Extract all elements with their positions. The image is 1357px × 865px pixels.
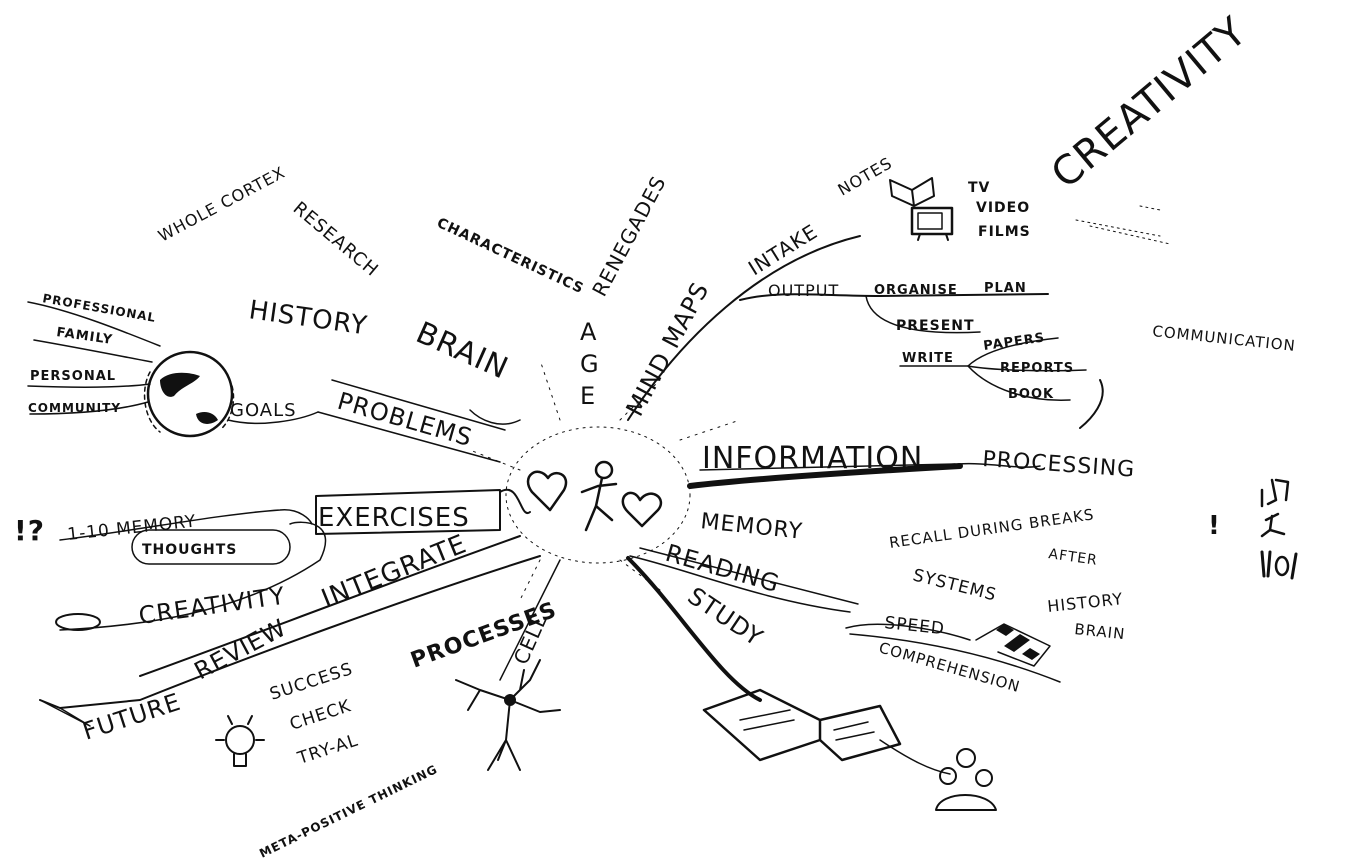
label-information: INFORMATION xyxy=(702,441,923,476)
labels: WHOLE CORTEX RESEARCH HISTORY BRAIN CHAR… xyxy=(14,8,1297,860)
label-age-e: E xyxy=(580,382,596,410)
label-problems: PROBLEMS xyxy=(334,387,475,452)
label-recall-during-breaks: RECALL DURING BREAKS xyxy=(888,505,1095,552)
label-reports: REPORTS xyxy=(1000,361,1074,376)
label-renegades: RENEGADES xyxy=(587,172,671,301)
label-professional: PROFESSIONAL xyxy=(41,291,157,325)
open-book-icon xyxy=(889,177,935,207)
label-communication: COMMUNICATION xyxy=(1152,322,1297,355)
checkered-flag-icon xyxy=(975,623,1051,667)
label-personal: PERSONAL xyxy=(30,369,116,384)
label-write: WRITE xyxy=(902,351,954,366)
people-group-icon xyxy=(935,748,997,811)
music-notes-icon xyxy=(1260,478,1290,508)
label-history-right: HISTORY xyxy=(1046,589,1124,616)
label-exclaim-q: !? xyxy=(14,514,45,547)
label-age-g: G xyxy=(580,350,600,378)
label-after: AFTER xyxy=(1047,546,1098,569)
label-brain: BRAIN xyxy=(411,315,514,386)
heart-icon xyxy=(621,491,663,528)
stick-figure-icon xyxy=(580,460,618,532)
label-history: HISTORY xyxy=(247,295,369,341)
label-tv: TV xyxy=(968,180,990,196)
label-brain-right: BRAIN xyxy=(1074,620,1127,643)
label-one-ten-memory: 1-10 MEMORY xyxy=(66,512,197,545)
label-characteristics: CHARACTERISTICS xyxy=(434,215,586,297)
label-notes: NOTES xyxy=(835,153,896,199)
label-reading: READING xyxy=(662,539,783,598)
label-family: FAMILY xyxy=(55,325,113,348)
large-open-book-icon xyxy=(702,688,902,762)
branch-lines xyxy=(27,235,1104,775)
label-papers: PAPERS xyxy=(982,330,1046,354)
cutlery-icon xyxy=(1260,550,1298,580)
label-systems: SYSTEMS xyxy=(911,565,999,605)
label-mind-maps: MIND MAPS xyxy=(621,277,715,421)
label-research: RESEARCH xyxy=(289,198,383,281)
central-image xyxy=(505,426,691,564)
label-meta-positive-thinking: META-POSITIVE THINKING xyxy=(257,762,440,861)
label-comprehension: COMPREHENSION xyxy=(877,639,1022,697)
label-community: COMMUNITY xyxy=(28,401,121,415)
light-bulb-icon xyxy=(215,715,265,767)
label-plan: PLAN xyxy=(984,281,1027,296)
label-speed: SPEED xyxy=(883,613,945,639)
label-organise: ORGANISE xyxy=(874,283,958,298)
label-intake: INTAKE xyxy=(744,219,822,280)
globe-icon xyxy=(143,350,235,438)
television-icon xyxy=(910,206,954,241)
running-figure-icon xyxy=(1260,512,1286,538)
heart-icon xyxy=(526,470,568,512)
neuron-cell-icon xyxy=(455,659,561,771)
label-output: OUTPUT xyxy=(768,281,839,300)
label-exclaim: ! xyxy=(1208,511,1221,541)
label-present: PRESENT xyxy=(896,318,975,334)
label-creativity-top: CREATIVITY xyxy=(1043,8,1256,197)
label-films: FILMS xyxy=(978,224,1031,240)
label-memory: MEMORY xyxy=(699,509,804,545)
label-integrate: INTEGRATE xyxy=(317,529,471,614)
label-video: VIDEO xyxy=(976,200,1030,216)
label-review: REVIEW xyxy=(190,614,292,686)
label-goals: GOALS xyxy=(230,400,297,421)
label-exercises: EXERCISES xyxy=(318,503,470,533)
label-check: CHECK xyxy=(287,696,353,735)
label-try-al: TRY-AL xyxy=(294,730,360,769)
label-thoughts: THOUGHTS xyxy=(142,542,237,558)
label-whole-cortex: WHOLE CORTEX xyxy=(155,163,289,246)
label-book: BOOK xyxy=(1008,387,1054,402)
label-processing: PROCESSING xyxy=(982,447,1136,483)
speckle-decoration xyxy=(1075,205,1171,245)
label-age-a: A xyxy=(580,318,597,346)
label-future: FUTURE xyxy=(79,688,184,746)
